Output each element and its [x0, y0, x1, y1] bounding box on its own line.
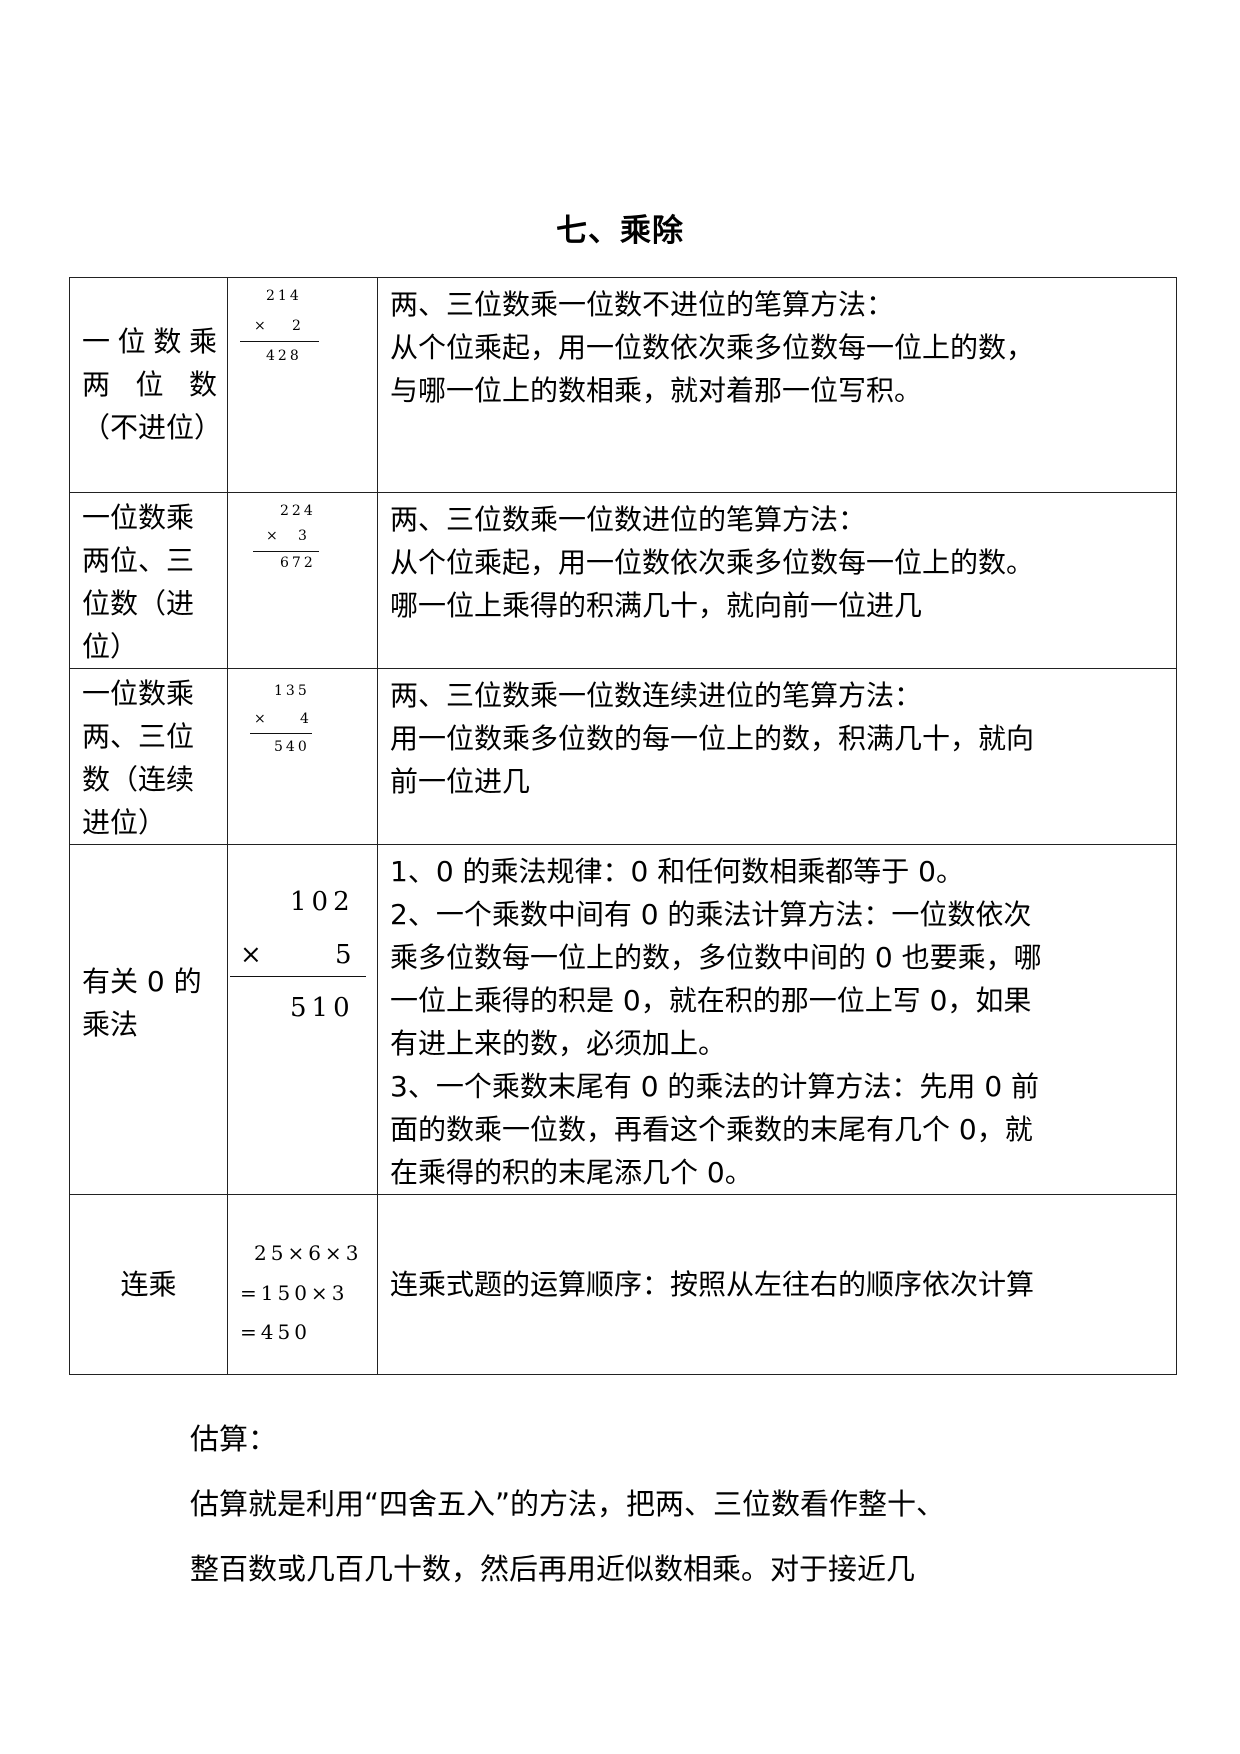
page-title: 七、乘除 [556, 213, 684, 249]
multiply-sign: × [254, 711, 269, 727]
product: 672 [280, 555, 316, 571]
example-cell: 135 × 4 540 [227, 668, 378, 845]
vertical-calculation: 224 × 3 672 [228, 493, 377, 663]
category-cell: 一位数乘两、三位数（连续进位） [69, 668, 228, 845]
multiplier: 4 [300, 711, 312, 727]
table-row: 有关 0 的乘法 102 × 5 510 1、0 的乘法规律：0 和任何数相乘都… [69, 844, 1177, 1195]
calc-divider-line [253, 551, 319, 552]
table-row: 一位数乘两位数（不进位） 214 × 2 428 两、三位数乘一位数不进位的笔算… [69, 277, 1177, 493]
description-line: 2、一个乘数中间有 0 的乘法计算方法：一位数依次 [390, 898, 1032, 931]
description-line: 哪一位上乘得的积满几十，就向前一位进几 [390, 589, 923, 622]
calc-divider-line [240, 341, 319, 342]
chain-line-2: =150×3 [240, 1281, 349, 1305]
vertical-calculation: 102 × 5 510 [228, 845, 377, 1190]
multiply-sign: × [266, 528, 281, 544]
description-line: 在乘得的积的末尾添几个 0。 [390, 1156, 753, 1189]
vertical-calculation: 214 × 2 428 [228, 278, 377, 488]
multiply-sign: × [240, 940, 267, 970]
multiplier: 5 [335, 940, 357, 970]
calc-divider-line [230, 976, 366, 977]
description-line: 面的数乘一位数，再看这个乘数的末尾有几个 0，就 [390, 1113, 1033, 1146]
example-cell: 214 × 2 428 [227, 277, 378, 493]
category-label: 一位数乘两、三位数（连续进位） [82, 677, 195, 839]
category-cell: 一位数乘两位数（不进位） [69, 277, 228, 493]
description-line: 乘多位数每一位上的数，多位数中间的 0 也要乘，哪 [390, 941, 1042, 974]
multiply-sign: × [254, 318, 269, 334]
description-line: 与哪一位上的数相乘，就对着那一位写积。 [390, 374, 923, 407]
description: 1、0 的乘法规律：0 和任何数相乘都等于 0。 2、一个乘数中间有 0 的乘法… [378, 845, 1176, 1194]
multiplicand: 224 [280, 503, 316, 519]
description-line: 一位上乘得的积是 0，就在积的那一位上写 0，如果 [390, 984, 1032, 1017]
product: 510 [290, 993, 355, 1023]
description-line: 连乘式题的运算顺序：按照从左往右的顺序依次计算 [390, 1268, 1035, 1301]
chain-line-3: =450 [240, 1320, 311, 1344]
multiplier: 2 [292, 318, 304, 334]
description: 两、三位数乘一位数不进位的笔算方法： 从个位乘起，用一位数依次乘多位数每一位上的… [378, 278, 1176, 412]
multiplicand: 214 [266, 288, 302, 304]
description-line: 两、三位数乘一位数连续进位的笔算方法： [390, 679, 923, 712]
multiplicand: 102 [290, 887, 355, 917]
description-line: 有进上来的数，必须加上。 [390, 1027, 727, 1060]
category-cell: 一位数乘两位、三位数（进位） [69, 492, 228, 669]
description-line: 用一位数乘多位数的每一位上的数，积满几十，就向 [390, 722, 1035, 755]
category-label: 一位数乘两位数（不进位） [82, 325, 223, 444]
category-label: 有关 0 的乘法 [82, 965, 202, 1041]
category-label: 一位数乘两位、三位数（进位） [82, 501, 195, 663]
table-row: 连乘 25×6×3 =150×3 =450 连乘式题的运算顺序：按照从左往右的顺… [69, 1194, 1177, 1375]
category-label: 连乘 [120, 1268, 177, 1301]
description-line: 前一位进几 [390, 765, 531, 798]
product: 428 [266, 348, 302, 364]
table-row: 一位数乘两位、三位数（进位） 224 × 3 672 两、三位数乘一位数进位的笔… [69, 492, 1177, 669]
category-cell: 连乘 [69, 1194, 228, 1375]
description-line: 1、0 的乘法规律：0 和任何数相乘都等于 0。 [390, 855, 964, 888]
category-cell: 有关 0 的乘法 [69, 844, 228, 1195]
description: 两、三位数乘一位数进位的笔算方法： 从个位乘起，用一位数依次乘多位数每一位上的数… [378, 493, 1176, 627]
estimation-heading: 估算： [190, 1422, 278, 1456]
multiplication-table: 一位数乘两位数（不进位） 214 × 2 428 两、三位数乘一位数不进位的笔算… [69, 277, 1177, 1375]
product: 540 [274, 739, 310, 755]
example-cell: 25×6×3 =150×3 =450 [227, 1194, 378, 1375]
description-cell: 两、三位数乘一位数进位的笔算方法： 从个位乘起，用一位数依次乘多位数每一位上的数… [377, 492, 1177, 669]
multiplicand: 135 [274, 683, 310, 699]
estimation-text-line: 估算就是利用“四舍五入”的方法，把两、三位数看作整十、 [190, 1487, 946, 1521]
multiplier: 3 [298, 528, 310, 544]
description-cell: 两、三位数乘一位数不进位的笔算方法： 从个位乘起，用一位数依次乘多位数每一位上的… [377, 277, 1177, 493]
vertical-calculation: 135 × 4 540 [228, 669, 377, 839]
estimation-text-line: 整百数或几百几十数，然后再用近似数相乘。对于接近几 [190, 1552, 916, 1586]
description-line: 从个位乘起，用一位数依次乘多位数每一位上的数。 [390, 546, 1035, 579]
description: 连乘式题的运算顺序：按照从左往右的顺序依次计算 [378, 1263, 1176, 1306]
chain-line-1: 25×6×3 [254, 1241, 363, 1265]
description-cell: 连乘式题的运算顺序：按照从左往右的顺序依次计算 [377, 1194, 1177, 1375]
description-line: 3、一个乘数末尾有 0 的乘法的计算方法：先用 0 前 [390, 1070, 1040, 1103]
description-cell: 1、0 的乘法规律：0 和任何数相乘都等于 0。 2、一个乘数中间有 0 的乘法… [377, 844, 1177, 1195]
description-cell: 两、三位数乘一位数连续进位的笔算方法： 用一位数乘多位数的每一位上的数，积满几十… [377, 668, 1177, 845]
example-cell: 102 × 5 510 [227, 844, 378, 1195]
table-row: 一位数乘两、三位数（连续进位） 135 × 4 540 两、三位数乘一位数连续进… [69, 668, 1177, 845]
calc-divider-line [250, 733, 312, 734]
description-line: 两、三位数乘一位数进位的笔算方法： [390, 503, 867, 536]
chain-calculation: 25×6×3 =150×3 =450 [228, 1195, 377, 1371]
description: 两、三位数乘一位数连续进位的笔算方法： 用一位数乘多位数的每一位上的数，积满几十… [378, 669, 1176, 803]
example-cell: 224 × 3 672 [227, 492, 378, 669]
description-line: 从个位乘起，用一位数依次乘多位数每一位上的数， [390, 331, 1035, 364]
description-line: 两、三位数乘一位数不进位的笔算方法： [390, 288, 895, 321]
